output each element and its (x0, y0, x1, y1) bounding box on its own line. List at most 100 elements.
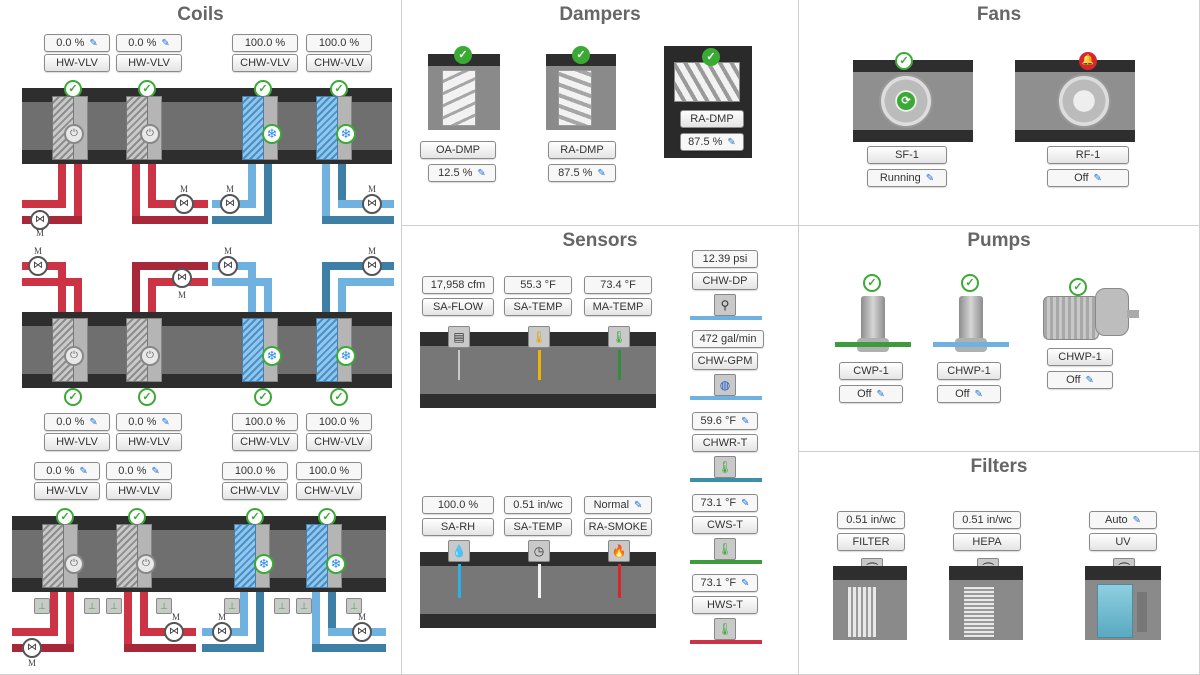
chw-dp-label[interactable]: CHW-DP (692, 272, 758, 290)
hw-valve-2-value[interactable]: 0.0 %✎ (116, 34, 182, 52)
hws-t-label[interactable]: HWS-T (692, 596, 758, 614)
ra-smoke-value[interactable]: Normal✎ (584, 496, 652, 514)
cws-t-label[interactable]: CWS-T (692, 516, 758, 534)
filter-value[interactable]: 0.51 in/wc (837, 511, 905, 529)
chw-valve-1-value[interactable]: 100.0 % (232, 34, 298, 52)
valve-icon[interactable]: ⋈ (212, 622, 232, 642)
hw-valve-3-label[interactable]: HW-VLV (44, 433, 110, 451)
flow-icon[interactable]: ▤ (448, 326, 470, 348)
thermometer-icon[interactable]: 🌡 (714, 456, 736, 478)
return-fan-label[interactable]: RF-1 (1047, 146, 1129, 164)
chwp-2-label[interactable]: CHWP-1 (1047, 348, 1113, 366)
sa-rh-label[interactable]: SA-RH (422, 518, 494, 536)
hw-valve-4-value[interactable]: 0.0 %✎ (116, 413, 182, 431)
chwr-t-label[interactable]: CHWR-T (692, 434, 758, 452)
thermometer-icon[interactable]: 🌡 (714, 538, 736, 560)
valve-icon[interactable]: ⋈ (174, 194, 194, 214)
sa-flow-value[interactable]: 17,958 cfm (422, 276, 494, 294)
hw-valve-5-label[interactable]: HW-VLV (34, 482, 100, 500)
gauge-icon[interactable]: ◷ (528, 540, 550, 562)
hw-valve-2-label[interactable]: HW-VLV (116, 54, 182, 72)
hw-valve-3-value[interactable]: 0.0 %✎ (44, 413, 110, 431)
chw-gpm-label[interactable]: CHW-GPM (692, 352, 758, 370)
uv-value[interactable]: Auto✎ (1089, 511, 1157, 529)
chw-valve-2-value[interactable]: 100.0 % (306, 34, 372, 52)
oa-damper-value[interactable]: 12.5 %✎ (428, 164, 496, 182)
thermometer-icon[interactable]: ⊥ (156, 598, 172, 614)
ra-damper-2-label[interactable]: RA-DMP (680, 110, 744, 128)
chwp-1-value[interactable]: Off✎ (937, 385, 1001, 403)
hws-t-value[interactable]: 73.1 °F✎ (692, 574, 758, 592)
chw-valve-4-label[interactable]: CHW-VLV (306, 433, 372, 451)
valve-icon[interactable]: ⋈ (362, 256, 382, 276)
valve-icon[interactable]: ⋈ (28, 256, 48, 276)
valve-icon[interactable]: ⋈ (30, 210, 50, 230)
hw-valve-6-label[interactable]: HW-VLV (106, 482, 172, 500)
ra-damper-1-value[interactable]: 87.5 %✎ (548, 164, 616, 182)
valve-icon[interactable]: ⋈ (172, 268, 192, 288)
chw-valve-3-value[interactable]: 100.0 % (232, 413, 298, 431)
thermometer-icon[interactable]: ⊥ (34, 598, 50, 614)
duct-top (12, 516, 386, 530)
hepa-label[interactable]: HEPA (953, 533, 1021, 551)
thermometer-icon[interactable]: 🌡 (714, 618, 736, 640)
valve-icon[interactable]: ⋈ (22, 638, 42, 658)
supply-fan-label[interactable]: SF-1 (867, 146, 947, 164)
uv-label[interactable]: UV (1089, 533, 1157, 551)
thermometer-icon[interactable]: 🌡 (608, 326, 630, 348)
ra-damper-1-label[interactable]: RA-DMP (548, 141, 616, 159)
supply-fan-value[interactable]: Running✎ (867, 169, 947, 187)
chw-valve-5-label[interactable]: CHW-VLV (222, 482, 288, 500)
pressure-icon[interactable]: ⚲ (714, 294, 736, 316)
sa-temp-value[interactable]: 55.3 °F (504, 276, 572, 294)
thermometer-icon[interactable]: ⊥ (296, 598, 312, 614)
chw-dp-value[interactable]: 12.39 psi (692, 250, 758, 268)
ra-damper-2-value[interactable]: 87.5 %✎ (680, 133, 744, 151)
hw-valve-1-value[interactable]: 0.0 %✎ (44, 34, 110, 52)
chw-gpm-value[interactable]: 472 gal/min (692, 330, 764, 348)
hepa-value[interactable]: 0.51 in/wc (953, 511, 1021, 529)
ra-smoke-label[interactable]: RA-SMOKE (584, 518, 652, 536)
chwr-t-value[interactable]: 59.6 °F✎ (692, 412, 758, 430)
thermometer-icon[interactable]: ⊥ (224, 598, 240, 614)
chw-valve-1-label[interactable]: CHW-VLV (232, 54, 298, 72)
hw-valve-1-label[interactable]: HW-VLV (44, 54, 110, 72)
valve-icon[interactable]: ⋈ (218, 256, 238, 276)
chw-valve-4-value[interactable]: 100.0 % (306, 413, 372, 431)
valve-icon[interactable]: ⋈ (164, 622, 184, 642)
sa-flow-label[interactable]: SA-FLOW (422, 298, 494, 316)
chw-valve-5-value[interactable]: 100.0 % (222, 462, 288, 480)
chw-valve-2-label[interactable]: CHW-VLV (306, 54, 372, 72)
valve-icon[interactable]: ⋈ (362, 194, 382, 214)
thermometer-icon[interactable]: ⊥ (346, 598, 362, 614)
ma-temp-value[interactable]: 73.4 °F (584, 276, 652, 294)
ma-temp-label[interactable]: MA-TEMP (584, 298, 652, 316)
sa-rh-value[interactable]: 100.0 % (422, 496, 494, 514)
cwp-value[interactable]: Off✎ (839, 385, 903, 403)
thermometer-icon[interactable]: ⊥ (106, 598, 122, 614)
chw-valve-6-label[interactable]: CHW-VLV (296, 482, 362, 500)
filter-label[interactable]: FILTER (837, 533, 905, 551)
thermometer-icon[interactable]: ⊥ (84, 598, 100, 614)
sa-pressure-label[interactable]: SA-TEMP (504, 518, 572, 536)
valve-icon[interactable]: ⋈ (220, 194, 240, 214)
chw-valve-3-label[interactable]: CHW-VLV (232, 433, 298, 451)
flow-meter-icon[interactable]: ◍ (714, 374, 736, 396)
hw-valve-6-value[interactable]: 0.0 %✎ (106, 462, 172, 480)
return-fan-value[interactable]: Off✎ (1047, 169, 1129, 187)
smoke-icon[interactable]: 🔥 (608, 540, 630, 562)
hw-valve-4-label[interactable]: HW-VLV (116, 433, 182, 451)
chw-valve-6-value[interactable]: 100.0 % (296, 462, 362, 480)
oa-damper-label[interactable]: OA-DMP (420, 141, 496, 159)
humidity-icon[interactable]: 💧 (448, 540, 470, 562)
thermometer-icon[interactable]: 🌡 (528, 326, 550, 348)
sa-temp-label[interactable]: SA-TEMP (504, 298, 572, 316)
cwp-label[interactable]: CWP-1 (839, 362, 903, 380)
hw-valve-5-value[interactable]: 0.0 %✎ (34, 462, 100, 480)
sa-pressure-value[interactable]: 0.51 in/wc (504, 496, 572, 514)
cws-t-value[interactable]: 73.1 °F✎ (692, 494, 758, 512)
chwp-1-label[interactable]: CHWP-1 (937, 362, 1001, 380)
chwp-2-value[interactable]: Off✎ (1047, 371, 1113, 389)
thermometer-icon[interactable]: ⊥ (274, 598, 290, 614)
valve-icon[interactable]: ⋈ (352, 622, 372, 642)
